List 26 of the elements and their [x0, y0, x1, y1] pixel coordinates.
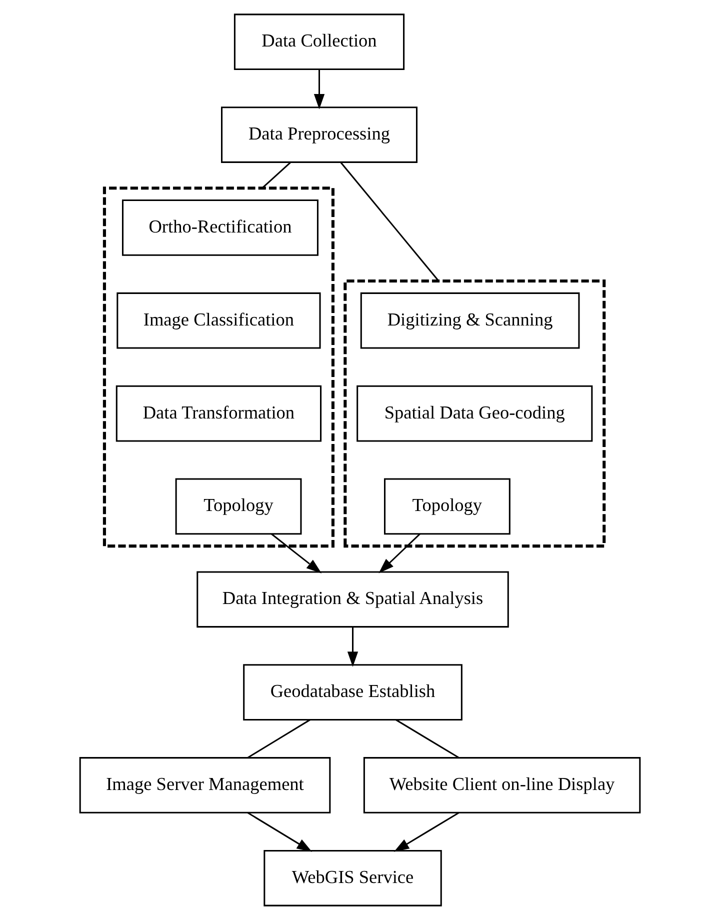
- cluster: [102, 186, 334, 548]
- connector: [340, 162, 440, 282]
- node-box: Image Server Management: [79, 757, 331, 814]
- node-box: Topology: [384, 478, 510, 535]
- node-box: Digitizing & Scanning: [360, 292, 580, 349]
- node-box: Ortho-Rectification: [122, 200, 318, 256]
- arrow: [347, 626, 358, 667]
- arrow: [314, 69, 325, 110]
- node-box: WebGIS Service: [264, 850, 442, 906]
- connector: [262, 162, 292, 189]
- connector: [247, 719, 310, 758]
- node-box: Data Integration & Spatial Analysis: [196, 571, 509, 628]
- node-box: Data Preprocessing: [221, 106, 418, 163]
- cluster: [344, 279, 606, 548]
- connector: [396, 719, 460, 758]
- node-box: Data Collection: [234, 14, 405, 70]
- node-box: Website Client on-line Display: [363, 757, 641, 814]
- arrow: [394, 812, 460, 852]
- node-box: Geodatabase Establish: [243, 664, 462, 720]
- node-box: Image Classification: [116, 292, 321, 349]
- node-box: Spatial Data Geo-coding: [356, 385, 593, 442]
- node-box: Topology: [175, 478, 302, 535]
- node-box: Data Transformation: [116, 385, 322, 442]
- arrow: [247, 812, 312, 852]
- arrow: [378, 533, 420, 574]
- arrow: [271, 533, 322, 574]
